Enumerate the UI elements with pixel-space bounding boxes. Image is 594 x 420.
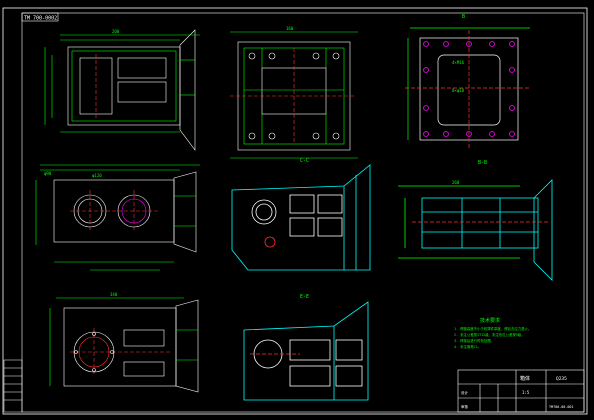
view-middle-left bbox=[35, 164, 200, 271]
view-label-plate: B bbox=[462, 14, 465, 20]
title-scale: 1:5 bbox=[522, 390, 530, 395]
view-top-left bbox=[44, 29, 200, 151]
dim-phi120: φ120 bbox=[92, 173, 102, 178]
frame-tag-box bbox=[21, 12, 59, 22]
view-top-right-plate bbox=[405, 27, 530, 148]
plate-callout-1: 4×M16 bbox=[452, 60, 465, 65]
dim-260: 260 bbox=[452, 180, 460, 185]
dim-200: 200 bbox=[112, 29, 120, 34]
plate-bolt-holes bbox=[423, 41, 515, 137]
bottom-left-bolt-circle bbox=[74, 332, 114, 372]
view-label-e: E-E bbox=[300, 294, 309, 300]
view-middle-right bbox=[398, 179, 553, 281]
view-label-c: C-C bbox=[300, 158, 309, 164]
view-bottom-center bbox=[243, 301, 369, 401]
frame-tag: TM 700-0002 bbox=[24, 16, 57, 22]
title-material: Q235 bbox=[556, 376, 567, 382]
title-part-name: 箱体 bbox=[520, 375, 530, 382]
title-drawing-no: TM700-00-001 bbox=[549, 405, 574, 409]
view-top-middle bbox=[230, 31, 358, 159]
title-row-1: 设计 bbox=[461, 390, 469, 395]
plate-callout-2: 8×φ18 bbox=[452, 88, 465, 93]
note-line-2: 2. 未注公差按IT12级，未注形位公差按9级。 bbox=[454, 332, 525, 337]
title-block bbox=[457, 369, 585, 413]
sheet-border bbox=[2, 7, 588, 415]
dim-phi90: φ90 bbox=[44, 171, 52, 176]
inner-frame bbox=[21, 12, 585, 413]
view-top-middle-holes bbox=[248, 52, 340, 140]
dim-340: 340 bbox=[110, 292, 118, 297]
note-line-1: 1. 焊缝高度不小于较薄件厚度，焊后去应力退火。 bbox=[454, 326, 531, 331]
note-line-4: 4. 未注倒角C1。 bbox=[454, 344, 481, 349]
view-label-b-right: B-B bbox=[478, 160, 487, 166]
view-middle-center bbox=[231, 164, 371, 271]
notes-title: 技术要求 bbox=[480, 317, 500, 324]
technical-notes: 技术要求 1. 焊缝高度不小于较薄件厚度，焊后去应力退火。 2. 未注公差按IT… bbox=[454, 317, 531, 349]
note-line-3: 3. 焊接后进行时效处理。 bbox=[454, 338, 494, 343]
dim-160: 160 bbox=[286, 26, 294, 31]
view-bottom-left bbox=[49, 297, 199, 393]
revision-strip bbox=[3, 359, 23, 413]
title-row-2: 审核 bbox=[461, 404, 469, 409]
